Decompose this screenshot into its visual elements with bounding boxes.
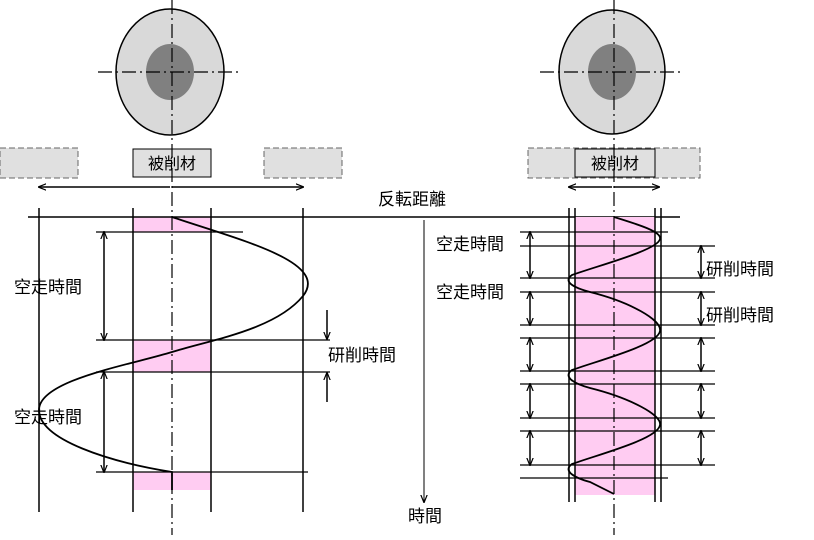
left-idle-label-1: 空走時間 — [14, 278, 82, 298]
left-dashed-block-r — [263, 147, 343, 179]
left-idle-label-2: 空走時間 — [14, 408, 82, 428]
right-grind-label-2: 研削時間 — [706, 306, 774, 326]
left-wheel-path-curve — [38, 216, 309, 490]
left-diagram: 被削材 空走時間 空走時間 研削時間 — [0, 0, 396, 535]
right-workpiece-label: 被削材 — [591, 154, 639, 173]
right-workpiece-box — [574, 148, 656, 178]
reversal-distance-label: 反転距離 — [378, 190, 446, 210]
right-diagram: 被削材 空走時間 — [436, 0, 774, 535]
right-idle-label-1: 空走時間 — [436, 235, 504, 255]
right-wheel-path-curve — [567, 216, 661, 495]
left-grind-label: 研削時間 — [328, 346, 396, 366]
time-axis-label: 時間 — [408, 507, 442, 527]
right-grind-label-1: 研削時間 — [706, 260, 774, 280]
left-dashed-block-l — [0, 147, 79, 179]
right-idle-label-2: 空走時間 — [436, 283, 504, 303]
